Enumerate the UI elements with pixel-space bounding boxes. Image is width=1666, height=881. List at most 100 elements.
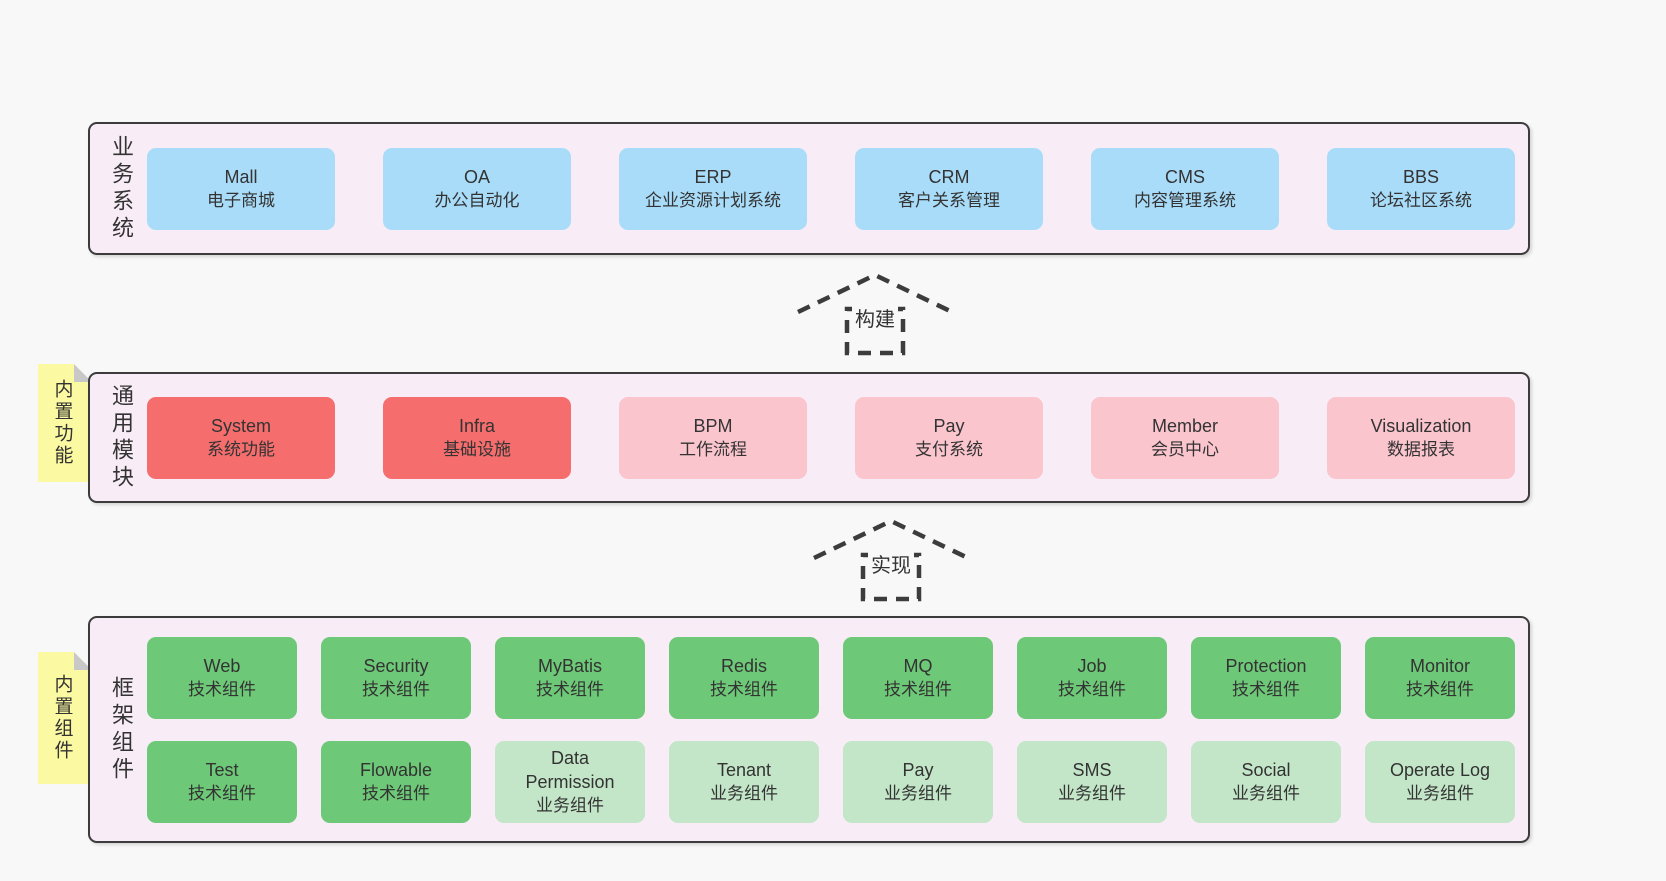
box-title: Mall [224,166,258,187]
box-monitor: Monitor 技术组件 [1365,636,1515,719]
box-security: Security 技术组件 [321,636,471,719]
box-title: Infra [458,415,496,436]
box-subtitle: 技术组件 [536,679,604,699]
box-title: ERP [694,166,732,187]
box-test: Test 技术组件 [147,740,297,823]
box-pay-biz: Pay 业务组件 [843,740,993,823]
box-system: System 系统功能 [147,396,335,479]
box-title: Pay [902,759,934,780]
box-subtitle: 技术组件 [188,679,256,699]
business-systems-boxes: Mall 电子商城 OA 办公自动化 ERP 企业资源计划系统 CRM 客户关系管理 CMS 内容… [147,147,1528,230]
box-title: Pay [933,415,965,436]
box-title: Test [205,759,239,780]
box-title: Social [1241,759,1291,780]
panel-business-systems: 业务系统 Mall 电子商城 OA 办公自动化 ERP 企业资源计划系统 CRM 客户关系管理… [88,122,1530,255]
box-subtitle: 技术组件 [188,783,256,803]
box-mq: MQ 技术组件 [843,636,993,719]
arrow-roof [813,518,969,561]
box-cms: CMS 内容管理系统 [1091,147,1279,230]
box-subtitle: 业务组件 [536,795,604,815]
box-title: BPM [693,415,733,436]
box-subtitle: 会员中心 [1151,439,1219,459]
box-title: Monitor [1409,655,1471,676]
box-subtitle: 电子商城 [207,190,275,210]
box-title: Security [363,655,429,676]
box-subtitle: 数据报表 [1387,439,1455,459]
box-subtitle: 基础设施 [443,439,511,459]
box-subtitle: 内容管理系统 [1134,190,1236,210]
dashed-up-arrow-build: 构建 [797,272,953,356]
box-subtitle: 业务组件 [884,783,952,803]
box-subtitle: 技术组件 [362,679,430,699]
arrow-label-build: 构建 [855,308,895,331]
panel-label-framework-components: 框架组件 [109,675,134,784]
arrow-stem [844,306,906,356]
box-subtitle: 技术组件 [1232,679,1300,699]
box-subtitle: 业务组件 [1406,783,1474,803]
arrow-label-bg [852,304,898,332]
box-subtitle: 技术组件 [1058,679,1126,699]
arrow-roof [797,272,953,315]
box-subtitle: 系统功能 [207,439,275,459]
box-tenant: Tenant 业务组件 [669,740,819,823]
box-subtitle: 客户关系管理 [898,190,1000,210]
box-member: Member 会员中心 [1091,396,1279,479]
box-sms: SMS 业务组件 [1017,740,1167,823]
box-pay: Pay 支付系统 [855,396,1043,479]
box-title: MyBatis [537,655,602,676]
box-subtitle: 论坛社区系统 [1370,190,1472,210]
sticky-tab-label: 内置功能 [51,379,73,467]
box-title: System [210,415,271,436]
box-title: BBS [1402,166,1440,187]
sticky-tab-label: 内置组件 [51,674,73,762]
box-title: Tenant [716,759,772,780]
box-title: SMS [1072,759,1112,780]
box-subtitle: 技术组件 [884,679,952,699]
box-visualization: Visualization 数据报表 [1327,396,1515,479]
box-title: MQ [903,655,933,676]
box-oa: OA 办公自动化 [383,147,571,230]
box-operate-log: Operate Log 业务组件 [1365,740,1515,823]
box-title: Web [203,655,241,676]
sticky-tab-builtin-components: 内置组件 [38,652,92,784]
dashed-up-arrow-implement: 实现 [813,518,969,602]
box-subtitle: 办公自动化 [434,190,520,210]
box-subtitle: 业务组件 [1058,783,1126,803]
box-mybatis: MyBatis 技术组件 [495,636,645,719]
panel-label-business-systems: 业务系统 [109,134,134,243]
box-subtitle: 企业资源计划系统 [645,190,781,210]
box-title: Member [1151,415,1218,436]
box-title: OA [463,166,490,187]
box-erp: ERP 企业资源计划系统 [619,147,807,230]
box-redis: Redis 技术组件 [669,636,819,719]
box-title: Visualization [1370,415,1472,436]
box-title: Flowable [359,759,433,780]
box-title: Redis [720,655,768,676]
box-title: Operate Log [1389,759,1491,780]
box-title: Protection [1225,655,1307,676]
box-mall: Mall 电子商城 [147,147,335,230]
box-title: Data Permission [525,747,615,792]
box-subtitle: 技术组件 [1406,679,1474,699]
arrow-stem [860,552,922,602]
box-subtitle: 业务组件 [710,783,778,803]
box-subtitle: 技术组件 [710,679,778,699]
box-title: CMS [1165,166,1205,187]
panel-label-common-modules: 通用模块 [109,383,134,492]
box-subtitle: 支付系统 [915,439,983,459]
box-title: CRM [928,166,970,187]
box-crm: CRM 客户关系管理 [855,147,1043,230]
arrow-label-bg [868,550,914,578]
